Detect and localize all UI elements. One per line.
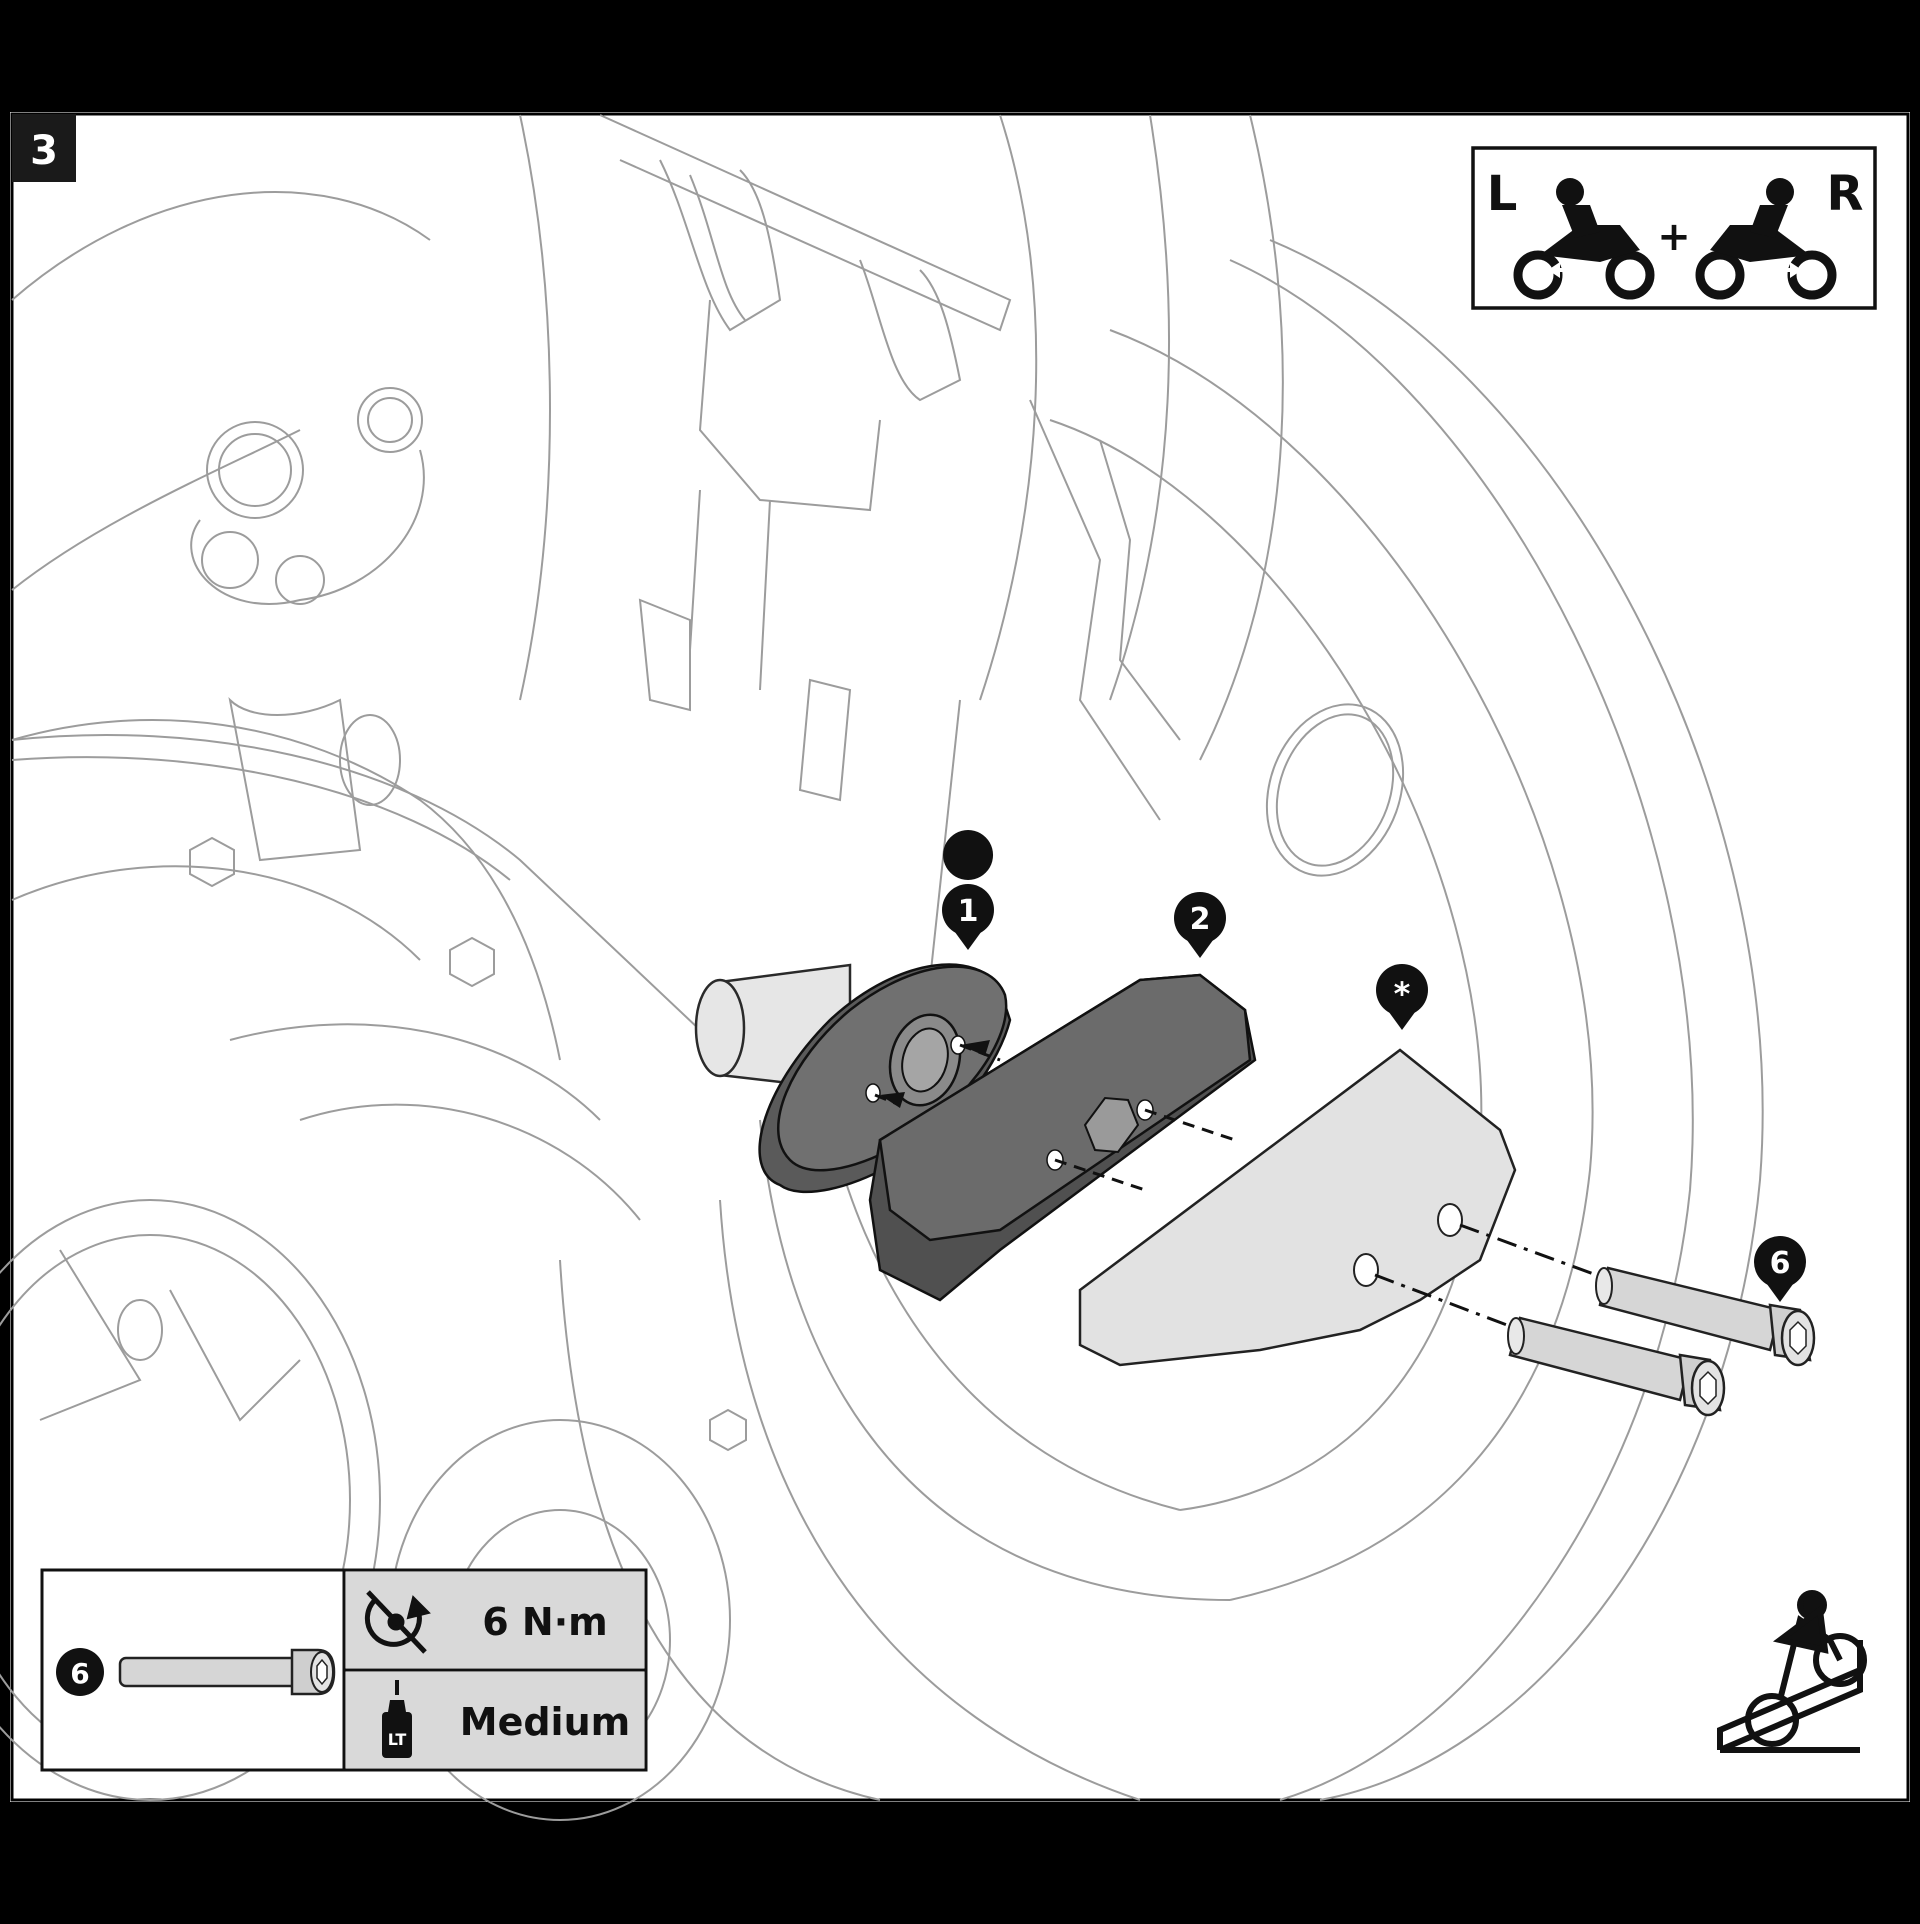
drawing-area <box>10 112 1910 1802</box>
bolt-lower <box>1507 1316 1726 1417</box>
motorcycle-on-stand-icon <box>1717 1590 1867 1753</box>
callout-6: 6 <box>1754 1236 1806 1302</box>
torque-value: 6 N·m <box>482 1600 608 1644</box>
step-number: 3 <box>30 128 58 174</box>
threadlock-bottle-mark: LT <box>388 1730 407 1749</box>
callout-star: * <box>1376 964 1428 1030</box>
callout-2: 2 <box>1174 892 1226 958</box>
plus-sign: + <box>1657 214 1691 260</box>
bolt-icon <box>118 1648 336 1696</box>
spec-part-number: 6 <box>70 1657 89 1690</box>
motorcycle-lineart <box>0 114 1764 1821</box>
bolt-upper <box>1595 1266 1816 1367</box>
torque-wrench-icon <box>364 1590 431 1654</box>
left-label: L <box>1487 166 1518 222</box>
left-right-motorcycle-icon: L R + <box>1471 146 1877 310</box>
threadlock-value: Medium <box>460 1700 630 1744</box>
callout-1: 1 <box>942 830 994 950</box>
step-badge: 3 <box>12 114 76 182</box>
threadlock-bottle-icon: LT <box>382 1680 412 1758</box>
right-label: R <box>1827 166 1864 222</box>
part-1-spacer <box>758 963 1012 1194</box>
insert-arrows <box>880 1040 990 1108</box>
callout-1-label: 1 <box>958 894 979 929</box>
spec-box: 6 6 N·m LT Medium <box>40 1568 648 1772</box>
rider-right-icon <box>1695 178 1837 300</box>
part-2-plate <box>868 973 1257 1302</box>
drawing-frame <box>10 112 1910 1802</box>
callout-2-label: 2 <box>1190 902 1211 937</box>
part-star-protector <box>1078 1048 1517 1367</box>
spec-part-marker <box>56 1648 104 1696</box>
callout-6-label: 6 <box>1770 1246 1791 1281</box>
callout-star-label: * <box>1394 975 1411 1013</box>
rider-left-icon <box>1513 178 1655 300</box>
